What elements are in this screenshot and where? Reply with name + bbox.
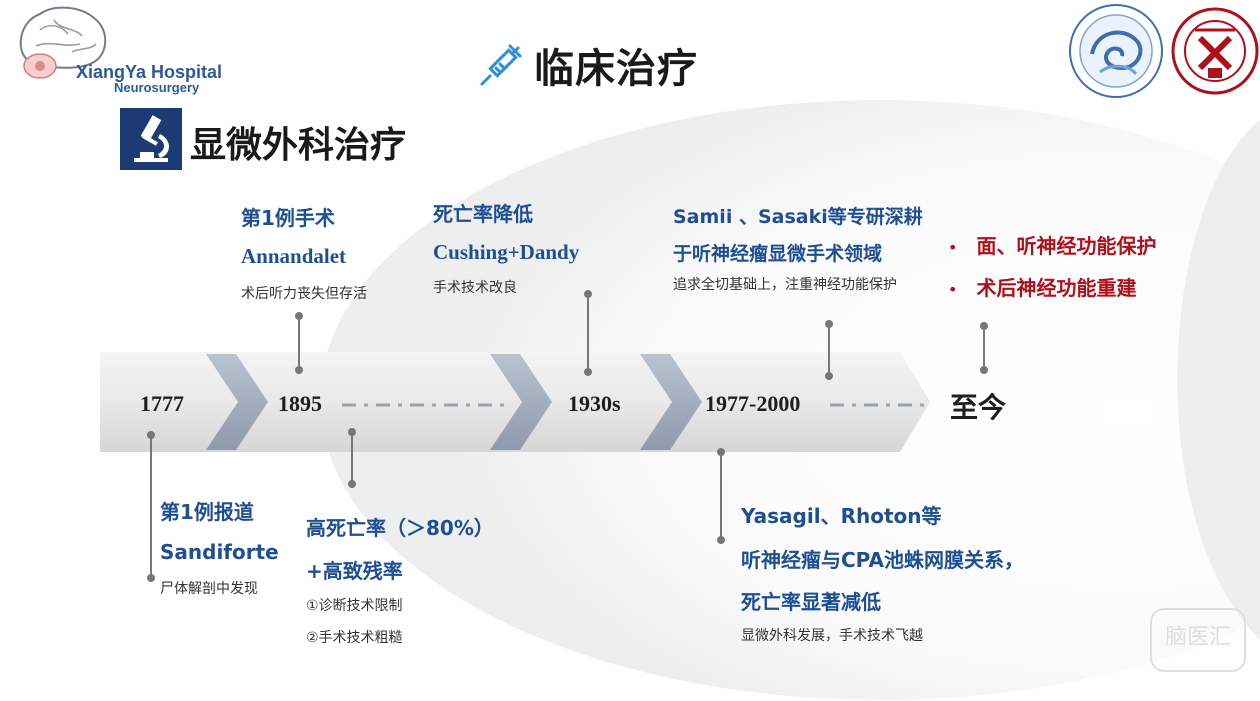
event-1930s-title: 死亡率降低 (433, 202, 533, 226)
logo-subtitle: Neurosurgery (114, 80, 200, 95)
event-1777-note: 尸体解剖中发现 (160, 581, 258, 597)
bullet-dot-icon: • (948, 238, 958, 257)
year-1930s: 1930s (568, 391, 621, 416)
microscope-icon (134, 115, 169, 162)
section-title: 显微外科治疗 (190, 125, 407, 166)
hospital-logo: XiangYa Hospital Neurosurgery (10, 0, 222, 100)
event-1977b-line3: 死亡率显著减低 (741, 590, 881, 614)
now-bullet-1: • 面、听神经功能保护 (948, 230, 1157, 259)
event-1895-note: 术后听力丧失但存活 (241, 286, 367, 302)
event-1977b-line2: 听神经瘤与CPA池蛛网膜关系， (741, 548, 1024, 572)
event-1895b-note-2: ②手术技术粗糙 (306, 630, 403, 646)
event-1977-name: 于听神经瘤显微手术领域 (673, 243, 883, 265)
event-1977-title: Samii 、Sasaki等专研深耕 (673, 206, 923, 228)
now-bullet-2: • 术后神经功能重建 (948, 272, 1137, 301)
year-1895: 1895 (278, 391, 322, 416)
event-1777-name: Sandiforte (160, 540, 279, 564)
research-center-badge (1066, 2, 1166, 100)
event-1895-name: Annandalet (241, 244, 347, 268)
event-1930s-note: 手术技术改良 (433, 280, 517, 296)
badge-emblem-icon (1069, 4, 1163, 98)
bullet-dot-icon: • (948, 280, 958, 299)
xiangya-emblem-icon (1171, 7, 1259, 95)
brain-logo-icon (19, 6, 107, 79)
event-1895b-title: 高死亡率（＞80%） (306, 516, 494, 540)
now-bullet-2-text: 术后神经功能重建 (976, 276, 1137, 300)
event-1977b-note: 显微外科发展，手术技术飞越 (741, 628, 923, 644)
event-1895b-name: +高致残率 (306, 559, 403, 583)
event-1977b-title: Yasagil、Rhoton等 (741, 504, 942, 528)
event-1895b-note-1: ①诊断技术限制 (306, 598, 403, 614)
year-1777: 1777 (140, 391, 184, 416)
xiangya-badge (1170, 2, 1260, 100)
microscope-badge (120, 108, 182, 170)
year-1977-2000: 1977-2000 (705, 391, 801, 416)
watermark: 脑医汇 (1150, 608, 1246, 672)
event-1895-title: 第1例手术 (241, 206, 335, 230)
page-title: 临床治疗 (534, 46, 698, 92)
now-bullet-1-text: 面、听神经功能保护 (976, 234, 1157, 258)
event-1930s-name: Cushing+Dandy (433, 240, 580, 264)
logo-title: XiangYa Hospital (76, 62, 223, 82)
event-1777-title: 第1例报道 (160, 500, 254, 524)
syringe-icon (480, 44, 522, 86)
now-label: 至今 (950, 391, 1007, 424)
event-1977-note: 追求全切基础上，注重神经功能保护 (673, 277, 897, 293)
